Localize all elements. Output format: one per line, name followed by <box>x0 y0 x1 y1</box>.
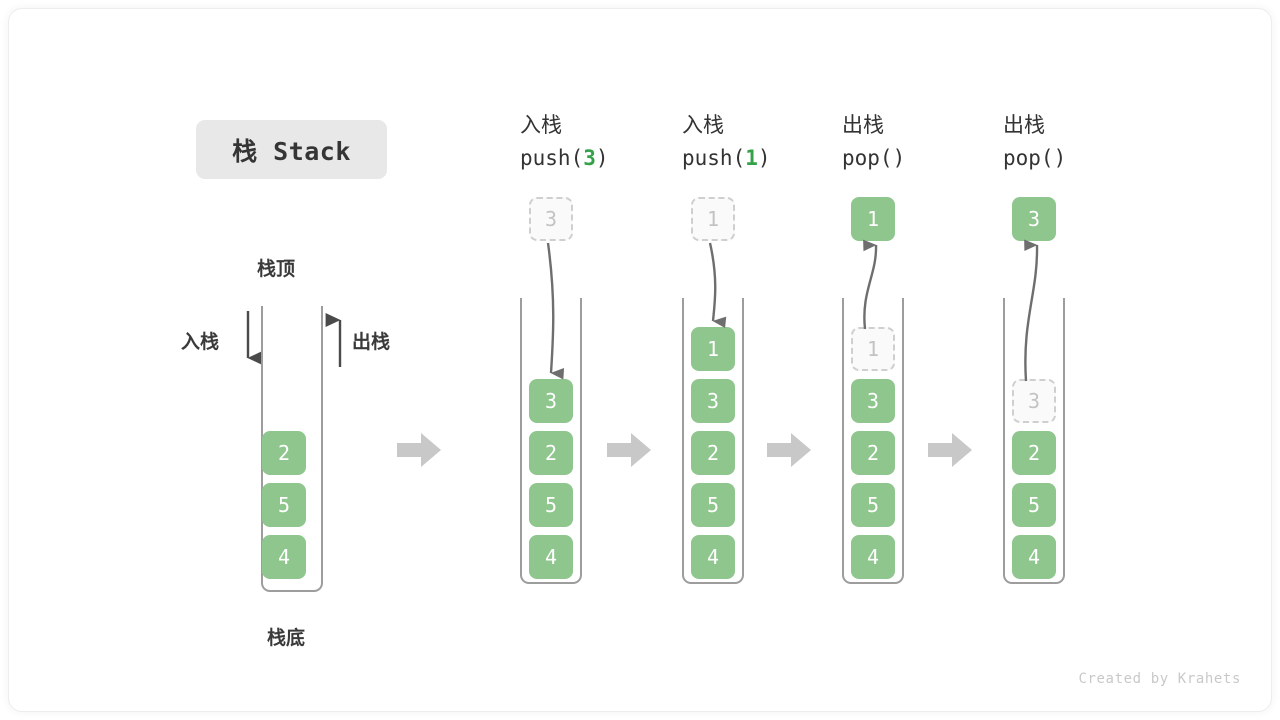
step-header-2: 入栈 push(1) <box>682 109 771 175</box>
step-operation-code: pop() <box>842 146 906 170</box>
push-flow-arrow-icon <box>708 242 727 329</box>
stack-cell: 4 <box>262 535 306 579</box>
stack-container-step-1 <box>520 298 582 584</box>
stack-top-label: 栈顶 <box>257 258 296 280</box>
stack-cell: 2 <box>1012 431 1056 475</box>
stack-cell-ghost: 3 <box>1012 379 1056 423</box>
step-operation-argument: 1 <box>745 146 758 170</box>
stack-cell: 3 <box>851 379 895 423</box>
stack-cell: 2 <box>851 431 895 475</box>
stack-cells-initial: 2 5 4 <box>262 431 306 587</box>
footer-credit: Created by Krahets <box>1078 671 1241 687</box>
push-direction-arrow-icon <box>246 311 263 365</box>
step-header-1: 入栈 push(3) <box>520 109 609 175</box>
stack-cell: 3 <box>691 379 735 423</box>
step-transition-arrow-icon-2 <box>607 433 651 467</box>
step-transition-arrow-icon-3 <box>767 433 811 467</box>
page-title: 栈 Stack <box>196 120 387 179</box>
stack-cell: 4 <box>1012 535 1056 579</box>
step-operation-argument: 3 <box>583 146 596 170</box>
stack-cell: 4 <box>851 535 895 579</box>
stack-cell: 5 <box>262 483 306 527</box>
pop-flow-arrow-icon <box>863 239 878 330</box>
stack-cell: 4 <box>529 535 573 579</box>
push-direction-label: 入栈 <box>181 331 220 353</box>
stack-cell-ghost: 1 <box>691 197 735 241</box>
popped-value-cell: 1 <box>851 197 895 241</box>
stack-cell: 2 <box>262 431 306 475</box>
stack-cell: 2 <box>691 431 735 475</box>
stack-cell: 5 <box>851 483 895 527</box>
step-header-4: 出栈 pop() <box>1003 109 1066 175</box>
pop-direction-label: 出栈 <box>352 331 391 353</box>
stack-container-step-2 <box>682 298 744 584</box>
step-operation-label: 出栈 <box>1003 113 1045 137</box>
pop-flow-arrow-icon <box>1024 239 1039 382</box>
stack-cell: 1 <box>691 327 735 371</box>
popped-value-cell: 3 <box>1012 197 1056 241</box>
stack-cell-ghost: 3 <box>529 197 573 241</box>
step-operation-code: push(3) <box>520 146 609 170</box>
step-transition-arrow-icon-4 <box>928 433 972 467</box>
stack-cell-ghost: 1 <box>851 327 895 371</box>
step-operation-code: pop() <box>1003 146 1067 170</box>
step-operation-code: push(1) <box>682 146 771 170</box>
stack-cell: 5 <box>529 483 573 527</box>
stack-cell: 5 <box>691 483 735 527</box>
stack-cell: 3 <box>529 379 573 423</box>
stack-cell: 4 <box>691 535 735 579</box>
stack-container-step-4 <box>1003 298 1065 584</box>
step-operation-label: 入栈 <box>520 113 562 137</box>
step-transition-arrow-icon-1 <box>397 433 441 467</box>
step-operation-label: 入栈 <box>682 113 724 137</box>
stack-bottom-label: 栈底 <box>267 627 306 649</box>
stack-container-step-3 <box>842 298 904 584</box>
step-header-3: 出栈 pop() <box>842 109 905 175</box>
stack-cell: 5 <box>1012 483 1056 527</box>
pop-direction-arrow-icon <box>325 313 342 367</box>
step-operation-label: 出栈 <box>842 113 884 137</box>
push-flow-arrow-icon <box>546 242 565 380</box>
stack-cell: 2 <box>529 431 573 475</box>
